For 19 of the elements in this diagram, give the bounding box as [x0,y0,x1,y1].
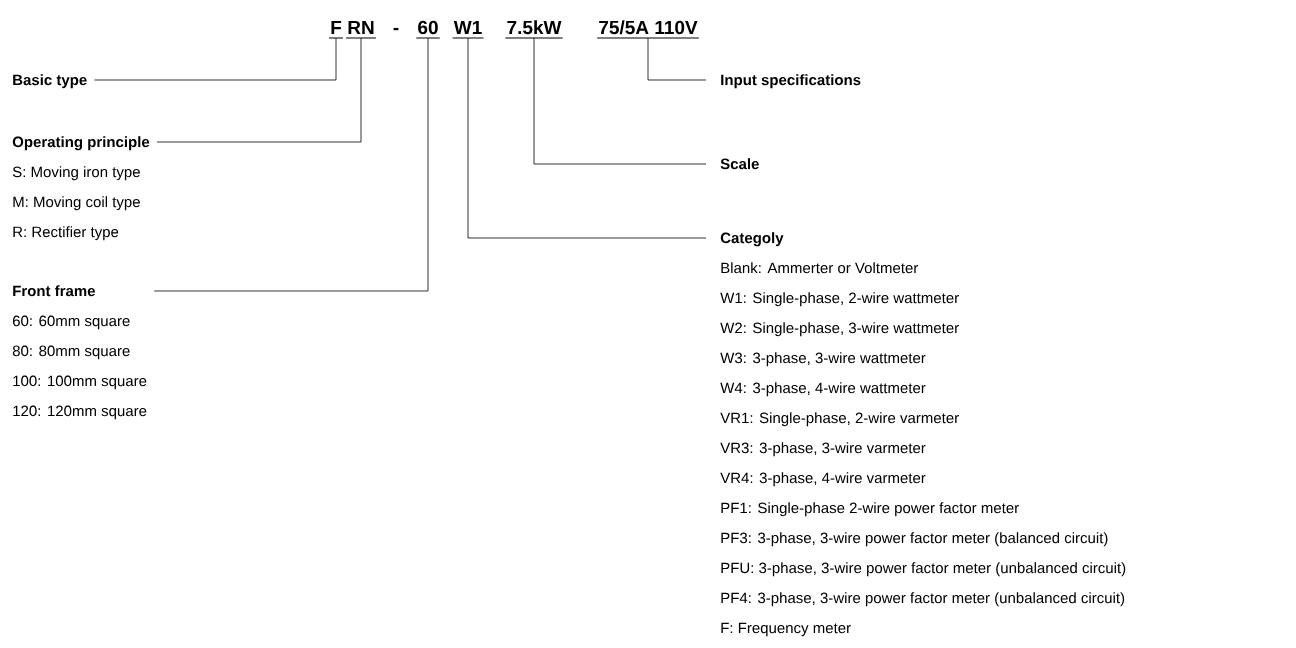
code-segment: 75/5A 110V [596,20,700,39]
leader-line [647,37,707,81]
leader-line [153,37,429,292]
description-text: Operating principle S: Moving iron type M: Moving coil type R: Rectifier type [12,136,150,241]
leader-line [156,37,362,143]
leader-line [533,37,707,165]
description-text: Categoly Blank: Ammerter or Voltmeter W1: Single-phase, 2-wire wattmeter W2: Single-phase, 3-wire wattmeter W3: 3-phase, 3-wire wattmeter W4: 3-phase, 4-wire wattmeter VR1: Single-phase, 2-wire varmeter VR3: 3-phase, 3-wire varmeter VR4: 3-phase, 4-wire varmeter PF1: Single-phase 2-wire power factor meter PF3: 3-phase, 3-wire power factor meter (balanced circuit) PFU: 3-phase, 3-wire power factor meter (unbalanced circuit) PF4: 3-phase, 3-wire power factor meter (unbalanced circuit) F: Frequency meter [720,232,1126,637]
code-segment: 7.5kW [504,20,564,39]
code-segment: W1 [452,20,484,39]
code-segment: F [328,20,344,39]
code-separator: - [393,27,399,31]
code-segment: RN [345,20,377,39]
description-text: Front frame 60: 60mm square 80: 80mm square 100: 100mm square 120: 120mm square [12,285,147,420]
code-segment: 60 [415,20,441,39]
description-text: Basic type [13,74,87,89]
description-text: Input specifications [721,74,861,89]
leader-line [467,37,707,239]
leader-line [94,37,337,81]
description-text: Scale [720,158,759,170]
